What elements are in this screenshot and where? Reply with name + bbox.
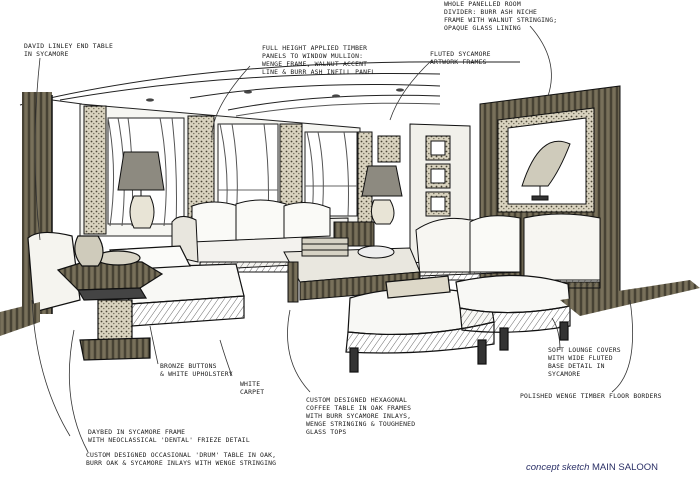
coffee-table	[283, 237, 421, 303]
drum-table	[56, 235, 164, 361]
table-lamp-left	[117, 151, 165, 229]
downlights	[146, 88, 404, 102]
right-armchairs	[415, 213, 601, 289]
annotation-bronze-buttons: BRONZE BUTTONS & WHITE UPHOLSTERY	[160, 362, 233, 378]
sketch-caption: concept sketch MAIN SALOON	[526, 462, 658, 473]
leader-lines	[31, 25, 634, 453]
caption-title: MAIN SALOON	[592, 462, 659, 473]
annotation-room-divider: WHOLE PANELLED ROOM DIVIDER: BURR ASH NI…	[444, 0, 558, 32]
floor-border	[0, 280, 700, 336]
annotation-end-table: DAVID LINLEY END TABLE IN SYCAMORE	[24, 42, 114, 58]
ottomans	[345, 274, 571, 373]
annotation-soft-covers: SOFT LOUNGE COVERS WITH WIDE FLUTED BASE…	[548, 346, 621, 378]
annotation-floor-borders: POLISHED WENGE TIMBER FLOOR BORDERS	[520, 392, 662, 400]
caption-prefix: concept sketch	[526, 462, 590, 473]
ceiling	[19, 61, 520, 117]
annotation-timber-panels: FULL HEIGHT APPLIED TIMBER PANELS TO WIN…	[262, 44, 376, 76]
side-table-center	[333, 165, 403, 247]
annotation-drum-table: CUSTOM DESIGNED OCCASIONAL 'DRUM' TABLE …	[86, 451, 277, 467]
annotation-white-carpet: WHITE CARPET	[240, 380, 265, 396]
annotation-daybed: DAYBED IN SYCAMORE FRAME WITH NEOCLASSIC…	[88, 428, 250, 444]
annotation-coffee-table: CUSTOM DESIGNED HEXAGONAL COFFEE TABLE I…	[306, 396, 416, 436]
annotation-artwork-frames: FLUTED SYCAMORE ARTWORK FRAMES	[430, 50, 491, 66]
